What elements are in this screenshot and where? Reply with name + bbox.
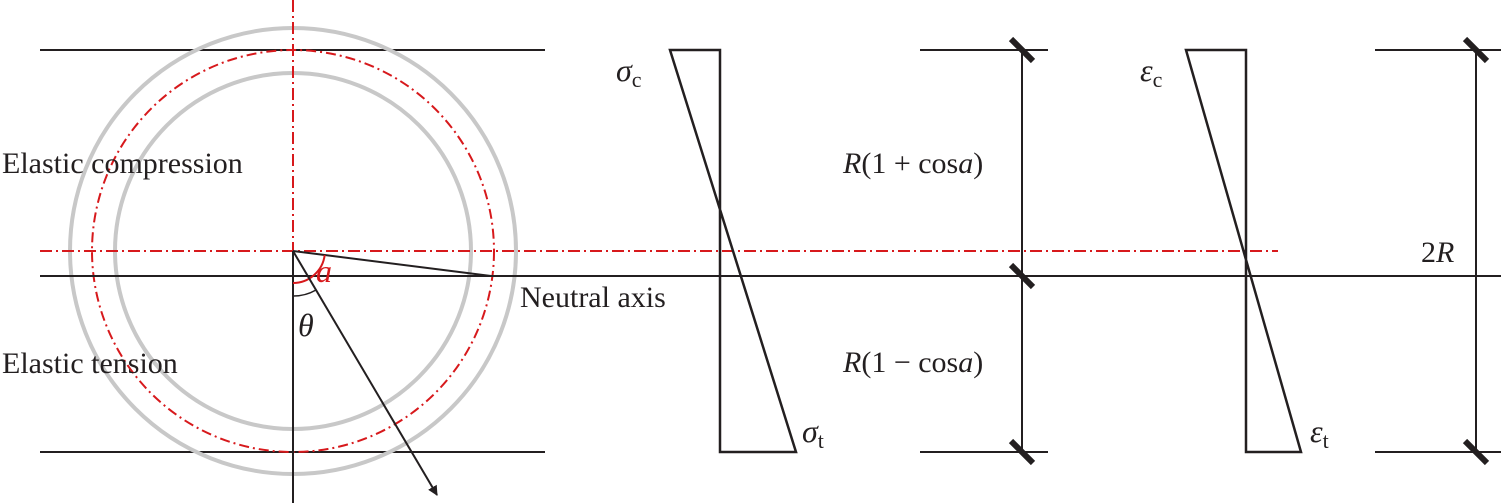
radius-line xyxy=(292,250,492,277)
stress-distribution xyxy=(668,48,798,454)
strain-compression-label: εc xyxy=(1140,52,1163,92)
neutral-axis-label: Neutral axis xyxy=(520,281,666,314)
lower-dimension-label: R(1 − cosa) xyxy=(842,346,983,379)
total-dimension-label: 2R xyxy=(1421,236,1454,269)
dim-tick-bottom xyxy=(1008,438,1036,466)
dim-tick-top xyxy=(1008,36,1036,64)
strain-distribution xyxy=(1184,48,1303,454)
dim-tick-middle xyxy=(1008,262,1036,290)
total-tick-top xyxy=(1462,36,1490,64)
angle-a-arc xyxy=(292,254,326,284)
angle-theta-label: θ xyxy=(298,307,314,343)
compression-label: Elastic compression xyxy=(2,147,243,180)
angle-a-label: a xyxy=(316,253,332,289)
stress-tension-label: σt xyxy=(802,413,824,453)
strain-tension-label: εt xyxy=(1310,413,1329,453)
total-tick-bottom xyxy=(1462,438,1490,466)
upper-dimension-label: R(1 + cosa) xyxy=(842,147,983,180)
angle-theta-arc xyxy=(292,289,317,297)
direction-arrow xyxy=(292,250,438,496)
stress-compression-label: σc xyxy=(616,52,642,92)
tension-label: Elastic tension xyxy=(2,347,178,380)
